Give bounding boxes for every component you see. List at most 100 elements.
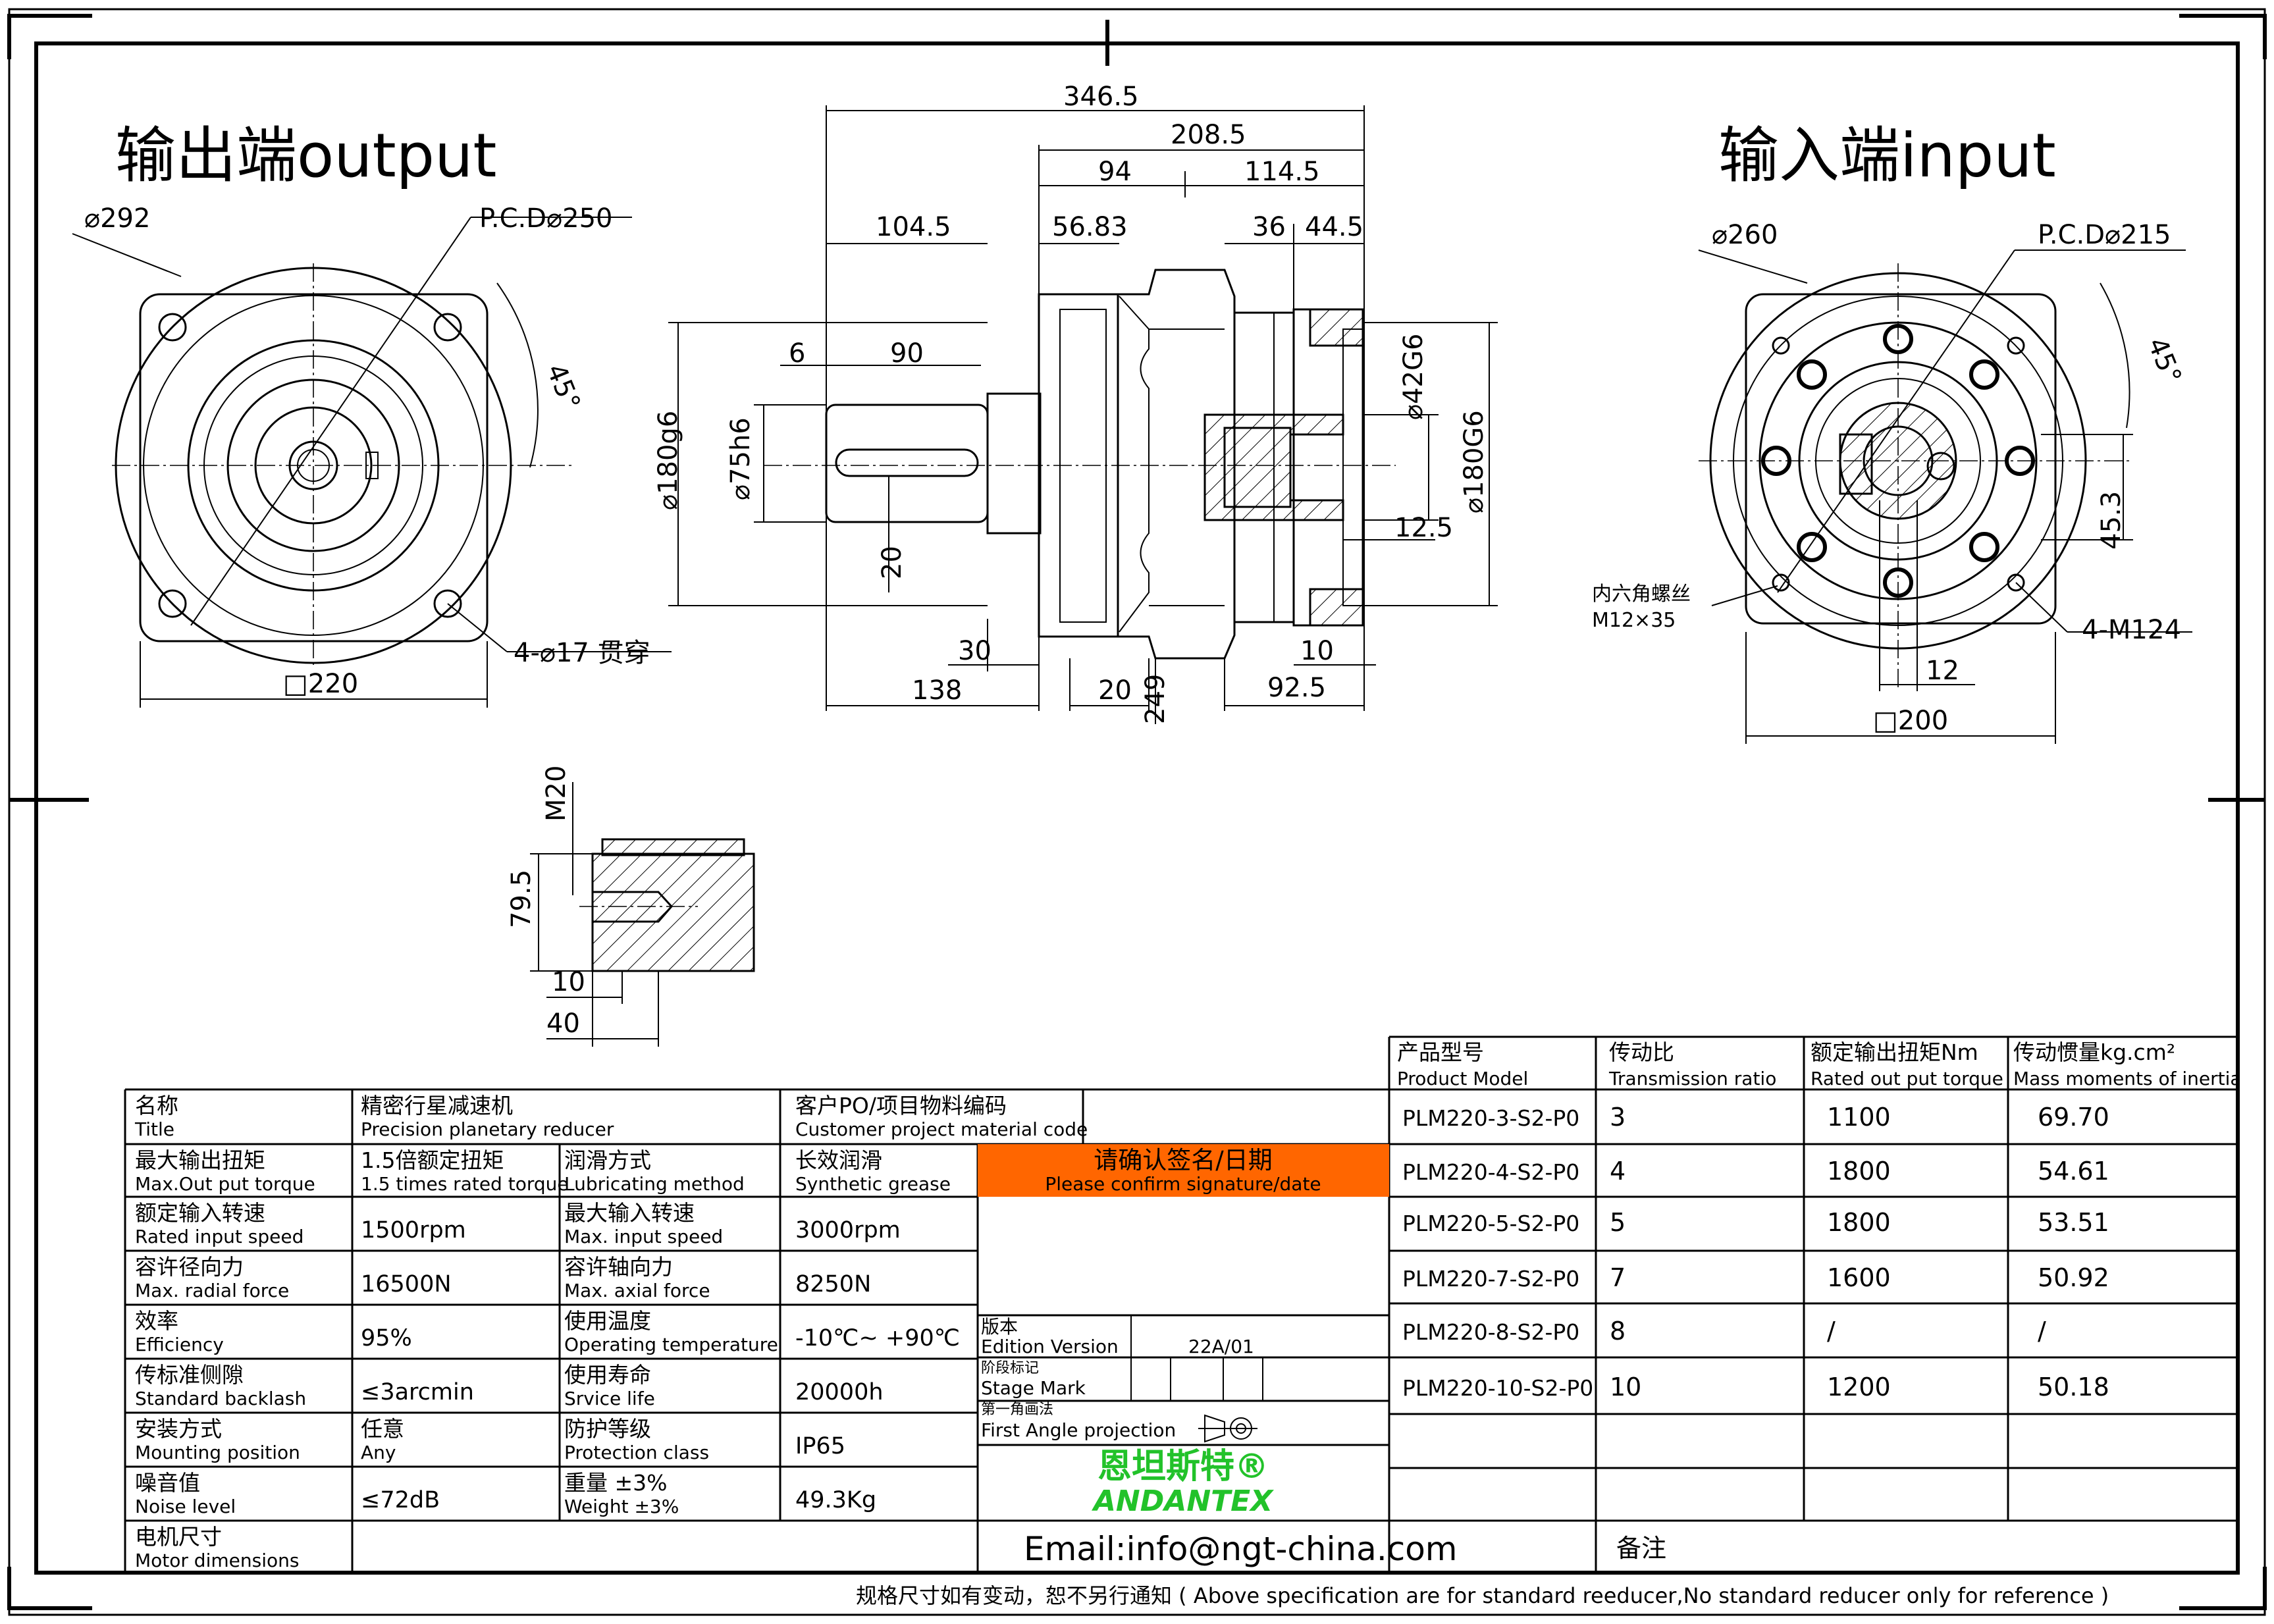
stage-label-cn: 阶段标记: [981, 1360, 1039, 1376]
input-view-title: 输入端input: [1718, 120, 2056, 191]
projection-label-en: First Angle projection: [981, 1419, 1176, 1441]
stage-label-en: Stage Mark: [981, 1377, 1086, 1399]
spec-cell-a-cn: 容许径向力: [135, 1254, 244, 1280]
product-cell: 50.18: [2038, 1373, 2109, 1401]
spec-cell-d-value: IP65: [795, 1433, 845, 1459]
spec-cell-c-cn: 使用温度: [564, 1308, 651, 1334]
product-header-cn: 额定输出扭矩Nm: [1811, 1039, 1978, 1065]
spec-cell-d-value: -10℃~ +90℃: [795, 1325, 960, 1351]
product-cell: 10: [1610, 1373, 1641, 1401]
product-cell: 54.61: [2038, 1157, 2109, 1186]
product-cell: 1800: [1827, 1208, 1891, 1237]
spec-cell-a-cn: 传标准侧隙: [135, 1362, 244, 1388]
product-cell: 7: [1610, 1263, 1626, 1292]
dim-249: 249: [1140, 674, 1171, 724]
dim-114: 114.5: [1244, 157, 1320, 187]
spec-cell-b-en: Precision planetary reducer: [361, 1118, 614, 1140]
spec-cell-a-en: Mounting position: [135, 1442, 300, 1463]
dim-12-5: 12.5: [1394, 513, 1453, 543]
product-cell: /: [2038, 1317, 2046, 1346]
projection-label-cn: 第一角画法: [981, 1401, 1053, 1418]
output-pcd: P.C.D⌀250: [479, 203, 612, 234]
edition-label-cn: 版本: [981, 1316, 1018, 1338]
product-cell: PLM220-5-S2-P0: [1402, 1211, 1579, 1236]
spec-cell-c-en: Max. input speed: [564, 1226, 723, 1247]
dim-dia180-output: ⌀180g6: [653, 411, 683, 510]
spec-cell-a-en: Max.Out put torque: [135, 1173, 315, 1195]
spec-cell-d-value: 49.3Kg: [795, 1487, 876, 1513]
spec-cell-d-value: 20000h: [795, 1379, 884, 1405]
spec-cell-c-cn: 使用寿命: [564, 1362, 651, 1388]
spec-cell-c-cn: 重量 ±3%: [564, 1470, 668, 1496]
dim-56: 56.83: [1052, 212, 1128, 242]
input-angle: 45°: [2142, 334, 2187, 388]
output-holes: 4-⌀17 贯穿: [514, 638, 650, 668]
spec-cell-c-en: Operating temperature: [564, 1334, 778, 1355]
dim-30: 30: [958, 636, 992, 666]
first-angle-projection-icon: [1198, 1414, 1257, 1443]
product-cell: 53.51: [2038, 1208, 2109, 1237]
spec-cell-d-value: 8250N: [795, 1271, 871, 1297]
product-cell: 50.92: [2038, 1263, 2109, 1292]
product-cell: PLM220-4-S2-P0: [1402, 1159, 1579, 1185]
spec-cell-c-en: Weight ±3%: [564, 1496, 679, 1517]
confirm-label-en: Please confirm signature/date: [1045, 1173, 1321, 1195]
input-dim-45: 45.3: [2096, 491, 2127, 550]
spec-cell-c-en: Srvice life: [564, 1388, 655, 1409]
spec-cell-b-value: ≤3arcmin: [361, 1379, 474, 1405]
spec-cell-b-cn: 1.5倍额定扭矩: [361, 1147, 504, 1173]
input-hole-depth: 24: [2148, 615, 2181, 645]
spec-cell-b-en: Any: [361, 1442, 396, 1463]
dim-208: 208.5: [1171, 120, 1246, 150]
dim-138: 138: [912, 675, 962, 706]
footer-note: 规格尺寸如有变动，恕不另行通知 ( Above specification ar…: [856, 1583, 2109, 1608]
spec-cell-c-cn: 客户PO/项目物料编码: [795, 1093, 1007, 1118]
product-cell: PLM220-10-S2-P0: [1402, 1375, 1593, 1401]
shaft-dim-40: 40: [546, 1008, 580, 1039]
spec-cell-b-cn: 精密行星减速机: [361, 1093, 513, 1118]
edition-value: 22A/01: [1188, 1336, 1254, 1357]
dim-20: 20: [1098, 675, 1132, 706]
dim-44: 44.5: [1305, 212, 1363, 242]
product-header-cn: 传动惯量kg.cm²: [2013, 1039, 2175, 1065]
screw-label: M12×35: [1592, 609, 1676, 632]
product-cell: PLM220-8-S2-P0: [1402, 1319, 1579, 1345]
output-view-title: 输出端output: [115, 120, 496, 191]
spec-cell-a-en: Max. radial force: [135, 1280, 289, 1301]
spec-cell-b-en: 1.5 times rated torque: [361, 1173, 569, 1195]
dim-104: 104.5: [876, 212, 951, 242]
shaft-dim-10: 10: [552, 967, 585, 997]
spec-cell-d-cn: 长效润滑: [795, 1147, 882, 1173]
product-cell: 4: [1610, 1157, 1626, 1186]
spec-cell-a-cn: 效率: [135, 1308, 178, 1334]
shaft-dim-79: 79.5: [506, 870, 537, 928]
spec-cell-b-value: 95%: [361, 1325, 412, 1351]
product-cell: 5: [1610, 1208, 1626, 1237]
spec-cell-d-en: Synthetic grease: [795, 1173, 951, 1195]
brand-logo-en: ANDANTEX: [1092, 1484, 1274, 1518]
spec-cell-c-en: Lubricating method: [564, 1173, 745, 1195]
product-header-en: Transmission ratio: [1608, 1068, 1776, 1089]
product-cell: 3: [1610, 1103, 1626, 1132]
product-cell: 8: [1610, 1317, 1626, 1346]
product-cell: PLM220-7-S2-P0: [1402, 1266, 1579, 1292]
input-square: □200: [1873, 706, 1948, 736]
input-holes: 4-M12: [2082, 615, 2164, 645]
spec-cell-a-en: Noise level: [135, 1496, 236, 1517]
spec-cell-c-en: Customer project material code: [795, 1118, 1088, 1140]
spec-cell-a-cn: 噪音值: [135, 1470, 200, 1496]
dim-92: 92.5: [1267, 673, 1326, 703]
dim-94: 94: [1098, 157, 1132, 187]
spec-cell-c-cn: 最大输入转速: [564, 1200, 695, 1226]
shaft-end-detail: [530, 782, 755, 1047]
brand-logo-cn: 恩坦斯特®: [1097, 1447, 1269, 1486]
dim-20-vertical: 20: [877, 546, 907, 579]
dim-dia180-input: ⌀180G6: [1459, 410, 1489, 513]
shaft-thread: M20: [541, 766, 571, 822]
dim-90: 90: [890, 338, 924, 369]
confirm-signature-box[interactable]: [978, 1144, 1389, 1197]
product-header-cn: 产品型号: [1397, 1039, 1484, 1065]
spec-cell-a-cn: 最大输出扭矩: [135, 1147, 265, 1173]
